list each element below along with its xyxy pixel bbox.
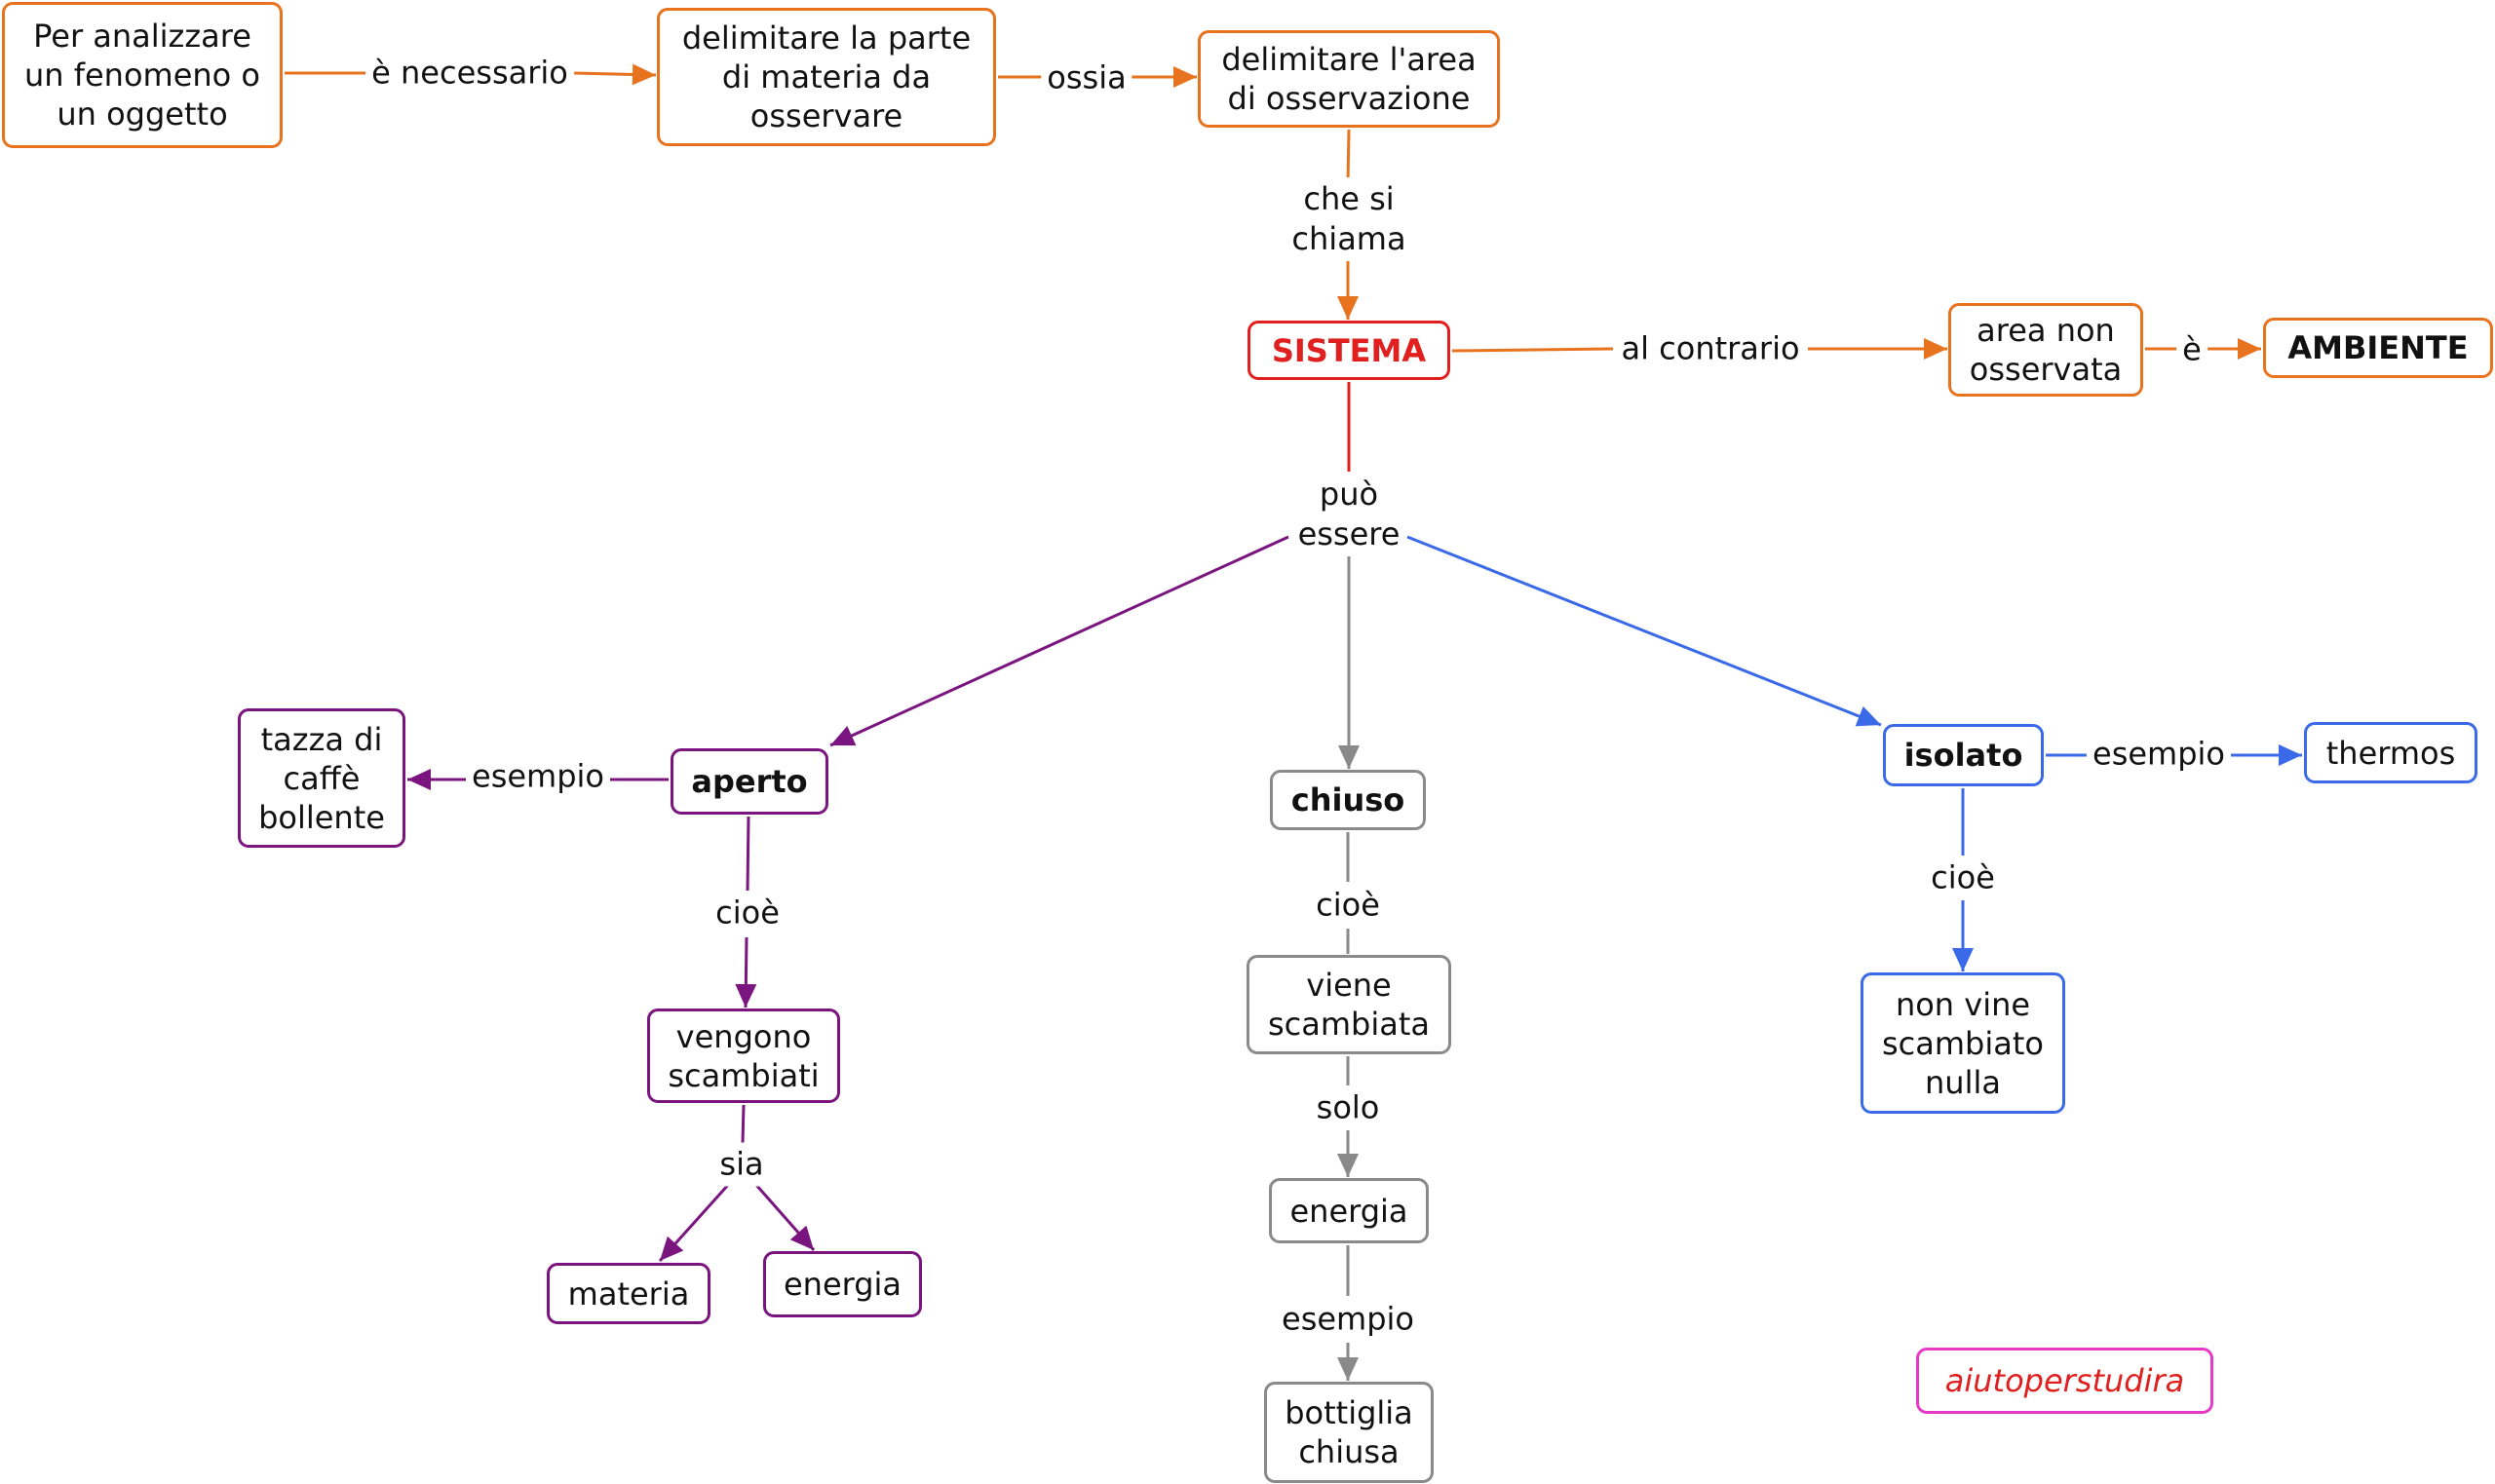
- node-vengono-scambiati: vengono scambiati: [647, 1008, 840, 1103]
- link-label-cioe-aperto: cioè: [710, 891, 786, 935]
- node-aperto: aperto: [671, 748, 828, 815]
- link-label-sia: sia: [713, 1142, 770, 1187]
- edge-al-contrario-to-area-non-osservata-arrowhead: [1924, 338, 1947, 360]
- edge-sia-to-materia-arrowhead: [660, 1236, 684, 1261]
- edge-esempio-to-tazza-arrowhead: [407, 769, 431, 790]
- edge-puo-essere-to-isolato-arrowhead: [1855, 705, 1881, 727]
- edge-esempio-to-thermos-arrowhead: [2279, 744, 2302, 766]
- link-label-al-contrario: al contrario: [1615, 326, 1806, 371]
- link-label-esempio-aperto: esempio: [466, 754, 610, 799]
- edge-puo-essere-to-aperto: [829, 535, 1289, 747]
- node-chiuso: chiuso: [1270, 770, 1426, 830]
- node-energia-aperto: energia: [763, 1251, 922, 1317]
- edge-ossia-to-delimitare-area-arrowhead: [1173, 66, 1197, 88]
- node-thermos: thermos: [2304, 722, 2477, 783]
- edge-delimitare-area-to-che-si-chiama: [1346, 129, 1351, 182]
- node-bottiglia-chiusa: bottiglia chiusa: [1264, 1382, 1434, 1483]
- watermark-label: aiutoperstudira: [1916, 1348, 2213, 1414]
- link-label-e-necessario: è necessario: [365, 51, 574, 95]
- edge-puo-essere-to-aperto-arrowhead: [830, 726, 857, 746]
- link-label-e: è: [2176, 327, 2207, 372]
- edge-cioe-to-vengono-arrowhead: [735, 983, 757, 1008]
- node-sistema: SISTEMA: [1248, 321, 1450, 380]
- node-area-non-osservata: area non osservata: [1948, 303, 2143, 397]
- edge-e-to-ambiente-arrowhead: [2238, 338, 2261, 360]
- node-non-vine-scambiato: non vine scambiato nulla: [1861, 972, 2065, 1114]
- node-tazza-caffe: tazza di caffè bollente: [238, 708, 405, 848]
- edge-esempio-to-bottiglia-arrowhead: [1337, 1357, 1359, 1381]
- edge-puo-essere-to-chiuso-arrowhead: [1338, 745, 1360, 769]
- edge-sistema-to-al-contrario: [1451, 347, 1614, 353]
- link-label-esempio-isolato: esempio: [2087, 732, 2231, 777]
- link-label-esempio-chiuso: esempio: [1276, 1297, 1420, 1342]
- link-label-cioe-isolato: cioè: [1925, 856, 2001, 900]
- node-viene-scambiata: viene scambiata: [1247, 955, 1451, 1054]
- node-isolato: isolato: [1883, 724, 2044, 786]
- node-ambiente: AMBIENTE: [2263, 318, 2493, 378]
- node-delimitare-area: delimitare l'area di osservazione: [1198, 30, 1500, 128]
- edge-sia-to-energia-arrowhead: [789, 1225, 814, 1250]
- edge-necessario-to-delimitare-parte-arrowhead: [632, 63, 656, 86]
- link-label-che-si-chiama: che si chiama: [1286, 177, 1412, 261]
- node-per-analizzare: Per analizzare un fenomeno o un oggetto: [2, 2, 283, 148]
- edge-puo-essere-to-isolato: [1406, 535, 1882, 727]
- node-delimitare-parte: delimitare la parte di materia da osserv…: [657, 8, 996, 146]
- link-label-puo-essere: può essere: [1291, 473, 1406, 556]
- edge-cioe-to-non-vine-arrowhead: [1952, 948, 1974, 971]
- node-materia: materia: [547, 1263, 710, 1324]
- edge-solo-to-energia-arrowhead: [1337, 1154, 1359, 1177]
- link-label-cioe-chiuso: cioè: [1310, 883, 1386, 928]
- link-label-ossia: ossia: [1041, 56, 1132, 100]
- link-label-solo: solo: [1310, 1085, 1386, 1130]
- edge-vengono-to-sia: [741, 1104, 746, 1144]
- node-energia-chiuso: energia: [1269, 1178, 1429, 1243]
- edge-che-si-chiama-to-sistema-arrowhead: [1337, 296, 1359, 320]
